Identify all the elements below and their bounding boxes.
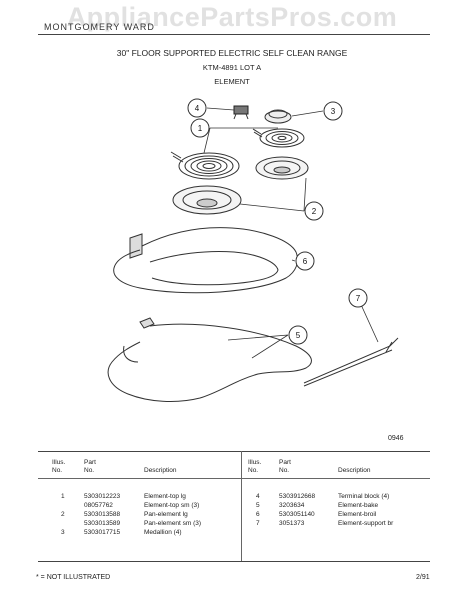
table-divider bbox=[241, 451, 242, 561]
row-desc: Pan-element lg bbox=[144, 511, 188, 518]
row-illus: 1 bbox=[61, 493, 65, 500]
callout-1: 1 bbox=[198, 124, 203, 133]
row-part: 5303013588 bbox=[84, 511, 121, 518]
callout-2: 2 bbox=[312, 207, 317, 216]
watermark-text: AppliancePartsPros.com bbox=[66, 2, 398, 32]
row-desc: Element-top lg bbox=[144, 493, 186, 500]
row-illus: 5 bbox=[256, 502, 260, 509]
row-desc: Terminal block (4) bbox=[338, 493, 390, 500]
footer-note: * = NOT ILLUSTRATED bbox=[36, 574, 111, 581]
callout-5: 5 bbox=[296, 331, 301, 340]
col-part-no: No. bbox=[84, 467, 95, 474]
row-part: 5303012223 bbox=[84, 493, 121, 500]
row-illus: 4 bbox=[256, 493, 260, 500]
row-desc: Element-support br bbox=[338, 520, 394, 527]
table-top-rule bbox=[38, 451, 430, 452]
row-part: 08057762 bbox=[84, 502, 113, 509]
col-illus-no-r: No. bbox=[248, 467, 259, 474]
col-part-no-r: No. bbox=[279, 467, 290, 474]
callout-6: 6 bbox=[303, 257, 308, 266]
model-number: KTM-4891 LOT A bbox=[202, 63, 262, 72]
col-description: Description bbox=[144, 467, 177, 474]
terminal-block-drawing bbox=[233, 105, 249, 120]
bake-element-drawing bbox=[107, 317, 312, 402]
row-part: 3051373 bbox=[279, 520, 305, 527]
row-desc: Element-top sm (3) bbox=[144, 502, 200, 509]
page-title: 30" FLOOR SUPPORTED ELECTRIC SELF CLEAN … bbox=[116, 48, 348, 58]
col-part: Part bbox=[84, 459, 96, 466]
row-desc: Pan-element sm (3) bbox=[144, 520, 202, 527]
top-element-large-drawing bbox=[170, 151, 240, 180]
row-illus: 6 bbox=[256, 511, 260, 518]
header-rule bbox=[38, 34, 430, 35]
figure-code: 0946 bbox=[388, 435, 404, 442]
medallion-drawing bbox=[264, 109, 292, 124]
row-desc: Medallion (4) bbox=[144, 529, 182, 536]
row-part: 5303051140 bbox=[279, 511, 315, 518]
row-part: 3203634 bbox=[279, 502, 305, 509]
broil-element-drawing bbox=[113, 227, 299, 294]
row-part: 5303013589 bbox=[84, 520, 121, 527]
col-illus: Illus. bbox=[52, 459, 66, 466]
drip-pan-small-drawing bbox=[255, 156, 309, 180]
footer-date: 2/91 bbox=[416, 574, 430, 581]
row-illus: 2 bbox=[61, 511, 65, 518]
col-description-r: Description bbox=[338, 467, 371, 474]
section-title: ELEMENT bbox=[214, 77, 250, 86]
element-support-drawing bbox=[303, 337, 399, 387]
top-element-small-drawing bbox=[252, 128, 305, 148]
col-illus-r: Illus. bbox=[248, 459, 262, 466]
callout-7: 7 bbox=[356, 294, 361, 303]
callout-3: 3 bbox=[331, 107, 336, 116]
table-header-rule bbox=[38, 478, 430, 479]
table-bottom-rule bbox=[38, 561, 430, 562]
col-part-r: Part bbox=[279, 459, 291, 466]
brand-line: MONTGOMERY WARD bbox=[44, 22, 155, 32]
drip-pan-large-drawing bbox=[172, 185, 242, 215]
col-illus-no: No. bbox=[52, 467, 63, 474]
callout-4: 4 bbox=[195, 104, 200, 113]
row-illus: 3 bbox=[61, 529, 65, 536]
row-part: 5303017715 bbox=[84, 529, 121, 536]
row-illus: 7 bbox=[256, 520, 260, 527]
parts-diagram: 4 3 1 2 6 5 7 bbox=[107, 98, 399, 402]
row-desc: Element-broil bbox=[338, 511, 377, 518]
row-part: 5303912668 bbox=[279, 493, 316, 500]
row-desc: Element-bake bbox=[338, 502, 379, 509]
